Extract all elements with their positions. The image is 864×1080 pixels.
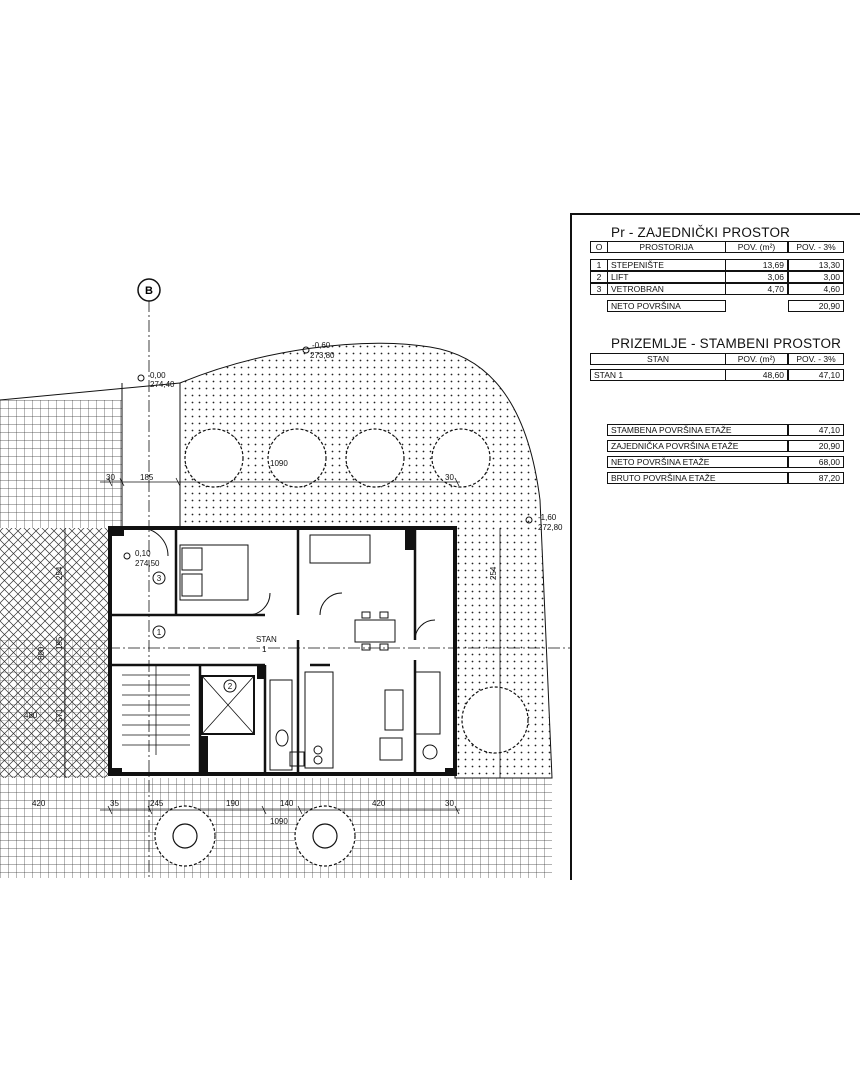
dim-top-4: 30 [445,473,454,482]
room-number-2: 2 [228,682,233,691]
common-net-value: 20,90 [788,300,844,312]
total-value: 87,20 [788,472,844,484]
elevation-left-a: 0,00 [150,371,166,380]
dim-bottom-6: 420 [372,799,386,808]
dim-bottom-3: 245 [150,799,164,808]
sofa [414,671,441,735]
common-net-label: NETO POVRŠINA [607,300,726,312]
site-grid-hatch-bottom [0,778,552,878]
room-number-1: 1 [157,628,162,637]
armchair [379,737,403,761]
dim-bottom-1: 420 [32,799,46,808]
elevation-right-b: 272,80 [538,523,563,532]
kitchen-counter [304,671,334,769]
elevation-entry-b: 274,50 [135,559,160,568]
dim-top-1: 30 [106,473,115,482]
dimension-lines [64,477,501,815]
axis-b-bubble [137,278,161,302]
stan-label: STAN [256,635,277,644]
room-number-3: 3 [157,574,162,583]
common-space-title: Pr - ZAJEDNIČKI PROSTOR [611,225,791,240]
elevation-marks: -0,60 273,80 0,00 274,40 -1,60 272,80 0,… [123,341,563,568]
residential-row-area: 48,60 [725,369,788,381]
single-bed [309,534,371,564]
dim-left-5: 800 [37,646,46,660]
furniture [139,527,441,771]
common-row-name: STEPENIŠTE [607,259,726,271]
residential-row-name: STAN 1 [590,369,726,381]
dim-left-3: 571 [55,708,64,722]
elevation-entry-a: 0,10 [135,549,151,558]
dim-bottom-7: 30 [445,799,454,808]
dim-bottom-5: 140 [280,799,294,808]
room-number-tags: 3 1 2 STAN 1 [152,571,277,693]
dim-left-2: 195 [55,636,64,650]
common-row-area: 13,69 [725,259,788,271]
dim-bottom-4: 190 [226,799,240,808]
elevation-left-b: 274,40 [150,380,175,389]
common-header-area: POV. (m²) [725,241,788,253]
common-row-name: LIFT [607,271,726,283]
building-outline [108,526,457,776]
common-row-area: 4,70 [725,283,788,295]
total-label: ZAJEDNIČKA POVRŠINA ETAŽE [607,440,788,452]
tree-icon [431,428,491,488]
elevation-top-b: 273,80 [310,351,335,360]
dim-top-2: 185 [140,473,154,482]
lift-shaft [201,675,255,735]
dim-left-1: 254 [55,566,64,580]
dim-bottom-2: 35 [110,799,119,808]
common-header-area3: POV. - 3% [788,241,844,253]
residential-header-unit: STAN [590,353,726,365]
tree-icon [267,428,327,488]
stan-number: 1 [262,645,267,654]
dimension-texts: 30 185 1090 30 420 35 245 190 140 420 30… [24,459,498,826]
elevation-right-a: -1,60 [538,513,557,522]
elevation-top-a: -0,60 [312,341,331,350]
dim-right-1: 254 [489,566,498,580]
area-schedule-panel: Pr - ZAJEDNIČKI PROSTOR O PROSTORIJA POV… [570,213,860,880]
residential-title: PRIZEMLJE - STAMBENI PROSTOR [611,336,842,351]
wall-corner-marks [110,528,455,776]
common-row-name: VETROBRAN [607,283,726,295]
common-header-room: PROSTORIJA [607,241,726,253]
dim-bottom-total: 1090 [270,817,288,826]
site-grid-hatch-left-lower [0,640,108,778]
bathroom-fixtures [269,679,293,771]
residential-row-area3: 47,10 [788,369,844,381]
tv-unit [384,689,404,731]
tree-icons [154,428,529,867]
total-label: NETO POVRŠINA ETAŽE [607,456,788,468]
common-row-area3: 13,30 [788,259,844,271]
stair-treads [122,665,190,755]
tree-icon [461,686,529,754]
dim-top-3: 1090 [270,459,288,468]
common-row-area3: 4,60 [788,283,844,295]
common-row-no: 2 [590,271,608,283]
residential-header-area3: POV. - 3% [788,353,844,365]
common-row-no: 1 [590,259,608,271]
common-row-no: 3 [590,283,608,295]
site-boundary-slope [0,382,181,401]
site-grid-hatch-top-left [0,400,122,528]
bed [179,544,249,601]
total-value: 68,00 [788,456,844,468]
tree-icon [184,428,244,488]
dining-table [354,619,396,643]
total-label: STAMBENA POVRŠINA ETAŽE [607,424,788,436]
tree-icon [345,428,405,488]
common-row-area: 3,06 [725,271,788,283]
common-header-no: O [590,241,608,253]
dim-left-4: 480 [24,711,38,720]
residential-header-area: POV. (m²) [725,353,788,365]
common-row-area3: 3,00 [788,271,844,283]
axis-b-label: B [145,285,153,297]
total-value: 20,90 [788,440,844,452]
total-label: BRUTO POVRŠINA ETAŽE [607,472,788,484]
total-value: 47,10 [788,424,844,436]
